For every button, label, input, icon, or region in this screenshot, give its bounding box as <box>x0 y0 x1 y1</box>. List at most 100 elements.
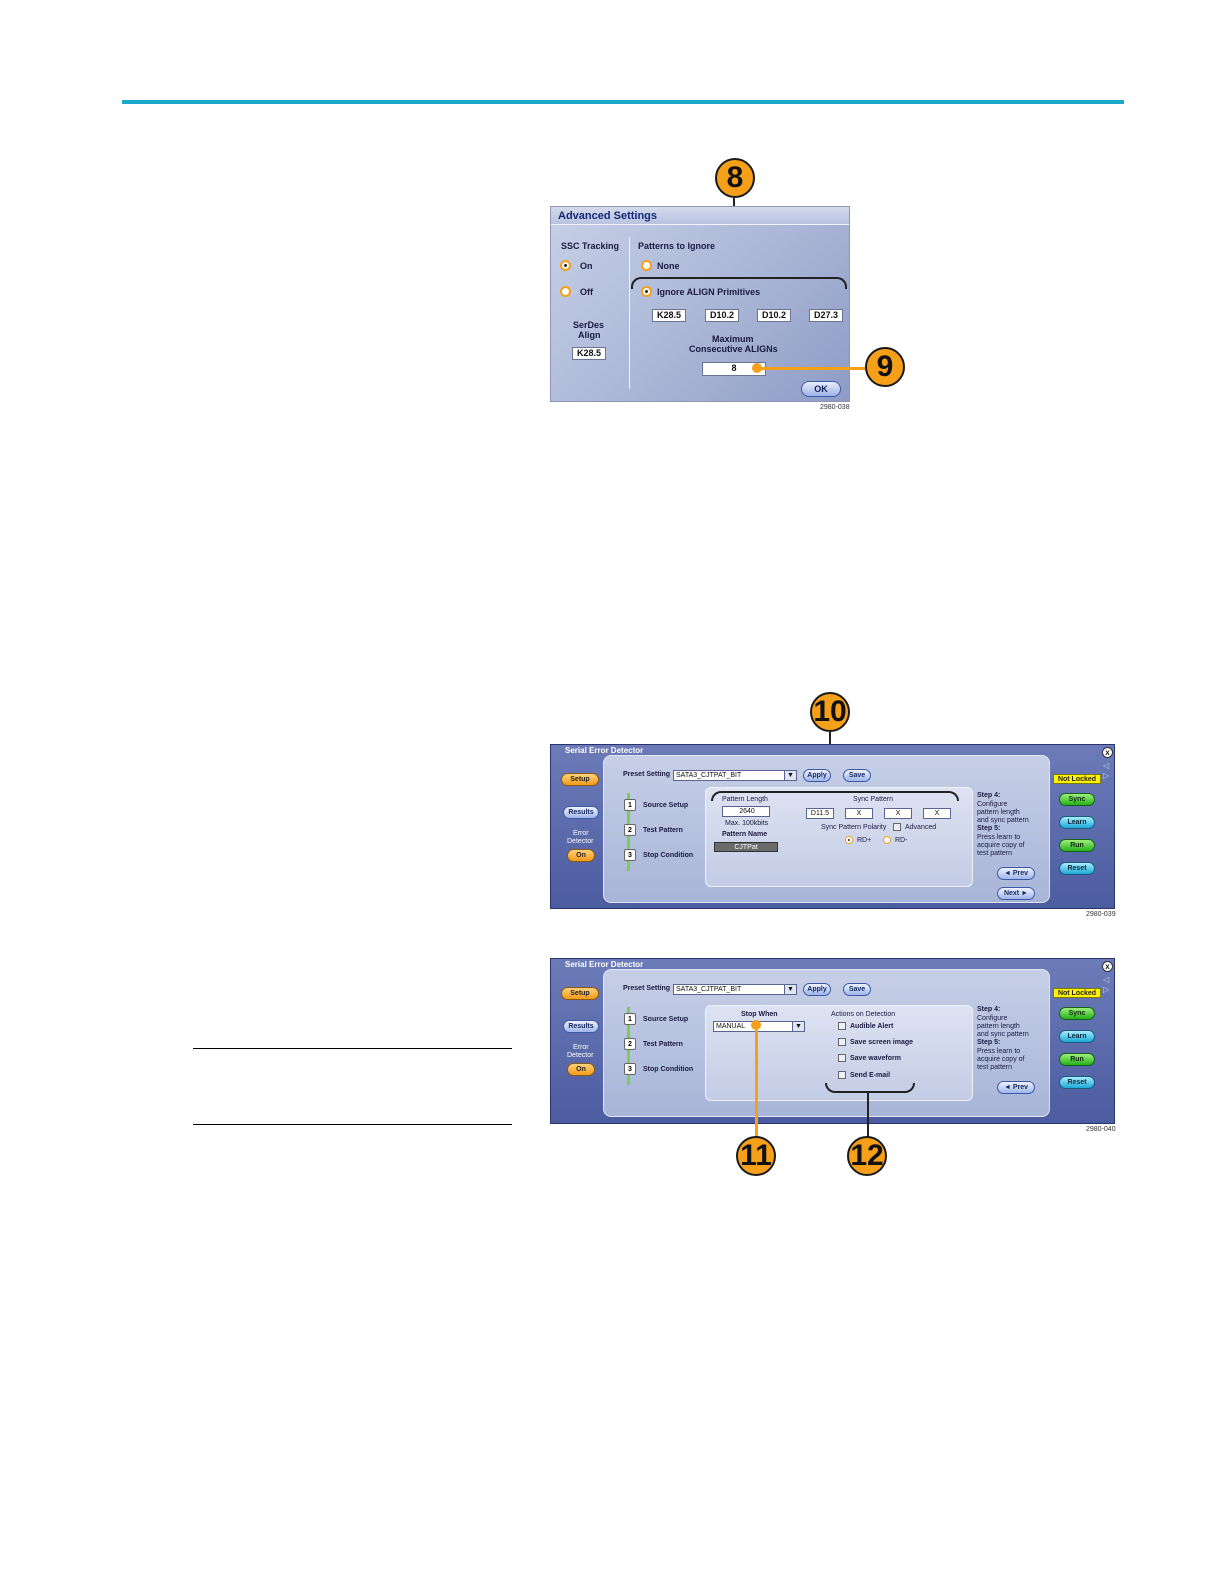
serdes-align-value[interactable]: K28.5 <box>572 347 606 360</box>
sync-value-2[interactable]: X <box>845 808 873 819</box>
dialog-title: Advanced Settings <box>551 207 849 225</box>
learn-button[interactable]: Learn <box>1059 816 1095 829</box>
pattern-name-value[interactable]: CJTPat <box>714 842 778 852</box>
prev-button[interactable]: ◄ Prev <box>997 867 1035 880</box>
pattern-name-label: Pattern Name <box>722 831 768 838</box>
save-screen-image-checkbox[interactable] <box>838 1038 846 1046</box>
learn-button[interactable]: Learn <box>1059 1030 1095 1043</box>
error-detector-on-button[interactable]: On <box>567 1063 595 1076</box>
rd-plus-label: RD+ <box>857 837 872 844</box>
audible-alert-checkbox[interactable] <box>838 1022 846 1030</box>
step5-line-1: Press learn to <box>977 834 1021 841</box>
close-icon[interactable]: x <box>1102 747 1113 758</box>
callout-11-dot <box>751 1020 761 1030</box>
send-email-checkbox[interactable] <box>838 1071 846 1079</box>
chevron-down-icon[interactable]: ▼ <box>784 984 797 995</box>
sync-pattern-label: Sync Pattern <box>853 796 894 803</box>
sync-value-4[interactable]: X <box>923 808 951 819</box>
audible-alert-label: Audible Alert <box>850 1023 894 1030</box>
step-test-pattern[interactable]: Test Pattern <box>643 827 683 834</box>
sync-button[interactable]: Sync <box>1059 793 1095 806</box>
step-source-setup[interactable]: Source Setup <box>643 1016 689 1023</box>
none-radio[interactable] <box>641 260 652 271</box>
results-button[interactable]: Results <box>563 806 599 819</box>
max-aligns-input[interactable]: 8 <box>702 362 766 376</box>
run-button[interactable]: Run <box>1059 1053 1095 1066</box>
triangle-right-icon[interactable]: ▷ <box>1103 985 1110 994</box>
callout-8: 8 <box>715 158 755 198</box>
step5-line-2: acquire copy of <box>977 842 1025 849</box>
not-locked-badge: Not Locked <box>1053 774 1101 784</box>
triangle-left-icon[interactable]: ◁ <box>1103 975 1110 984</box>
save-screen-image-label: Save screen image <box>850 1039 914 1046</box>
step-3-number[interactable]: 3 <box>624 849 636 861</box>
chevron-down-icon[interactable]: ▼ <box>792 1021 805 1032</box>
step5-line-2: acquire copy of <box>977 1056 1025 1063</box>
ok-button[interactable]: OK <box>801 381 841 397</box>
callout-12: 12 <box>847 1136 887 1176</box>
ssc-on-radio[interactable] <box>560 260 571 271</box>
callout-10-bracket <box>711 791 959 801</box>
advanced-checkbox[interactable] <box>893 823 901 831</box>
step-stop-condition[interactable]: Stop Condition <box>643 852 694 859</box>
ssc-off-radio[interactable] <box>560 286 571 297</box>
none-label: None <box>657 261 680 271</box>
rd-minus-radio[interactable] <box>883 836 891 844</box>
results-button[interactable]: Results <box>563 1020 599 1033</box>
symbol-1[interactable]: K28.5 <box>652 309 686 322</box>
apply-button[interactable]: Apply <box>803 769 831 782</box>
step-test-pattern[interactable]: Test Pattern <box>643 1041 683 1048</box>
callout-8-bracket <box>631 277 847 289</box>
save-waveform-checkbox[interactable] <box>838 1054 846 1062</box>
setup-button[interactable]: Setup <box>561 773 599 786</box>
step-1-number[interactable]: 1 <box>624 1013 636 1025</box>
preset-setting-select[interactable]: SATA3_CJTPAT_BIT <box>673 984 797 995</box>
panel-title: Serial Error Detector <box>565 746 644 755</box>
apply-button[interactable]: Apply <box>803 983 831 996</box>
symbol-2[interactable]: D10.2 <box>705 309 739 322</box>
step-source-setup[interactable]: Source Setup <box>643 802 689 809</box>
run-button[interactable]: Run <box>1059 839 1095 852</box>
header-rule <box>122 100 1124 104</box>
save-button[interactable]: Save <box>843 983 871 996</box>
ignore-align-radio[interactable] <box>641 286 652 297</box>
detector-label: Detector <box>567 1052 594 1059</box>
setup-button[interactable]: Setup <box>561 987 599 1000</box>
error-label: Error <box>573 1044 589 1051</box>
test-pattern-area <box>705 787 973 887</box>
detector-label: Detector <box>567 838 594 845</box>
prev-button[interactable]: ◄ Prev <box>997 1081 1035 1094</box>
save-waveform-label: Save waveform <box>850 1055 901 1062</box>
save-button[interactable]: Save <box>843 769 871 782</box>
pattern-length-input[interactable]: 2640 <box>722 806 770 817</box>
reset-button[interactable]: Reset <box>1059 862 1095 875</box>
step-stop-condition[interactable]: Stop Condition <box>643 1066 694 1073</box>
symbol-3[interactable]: D10.2 <box>757 309 791 322</box>
chevron-down-icon[interactable]: ▼ <box>784 770 797 781</box>
sync-button[interactable]: Sync <box>1059 1007 1095 1020</box>
step-3-number[interactable]: 3 <box>624 1063 636 1075</box>
triangle-right-icon[interactable]: ▷ <box>1103 771 1110 780</box>
preset-setting-select[interactable]: SATA3_CJTPAT_BIT <box>673 770 797 781</box>
step-2-number[interactable]: 2 <box>624 1038 636 1050</box>
step-1-number[interactable]: 1 <box>624 799 636 811</box>
note-rule-top <box>193 1048 512 1049</box>
preset-setting-label: Preset Setting <box>623 985 671 992</box>
rd-plus-radio[interactable] <box>845 836 853 844</box>
error-label: Error <box>573 830 589 837</box>
step5-line-3: test pattern <box>977 850 1013 857</box>
step-2-number[interactable]: 2 <box>624 824 636 836</box>
panel-title: Serial Error Detector <box>565 960 644 969</box>
close-icon[interactable]: x <box>1102 961 1113 972</box>
symbol-4[interactable]: D27.3 <box>809 309 843 322</box>
error-detector-on-button[interactable]: On <box>567 849 595 862</box>
sync-value-3[interactable]: X <box>884 808 912 819</box>
sync-value-1[interactable]: D11.5 <box>806 808 834 819</box>
callout-11: 11 <box>736 1136 776 1176</box>
next-button[interactable]: Next ► <box>997 887 1035 900</box>
rd-minus-label: RD- <box>895 837 908 844</box>
align-label: Align <box>578 330 601 340</box>
step5-line-3: test pattern <box>977 1064 1013 1071</box>
reset-button[interactable]: Reset <box>1059 1076 1095 1089</box>
triangle-left-icon[interactable]: ◁ <box>1103 761 1110 770</box>
